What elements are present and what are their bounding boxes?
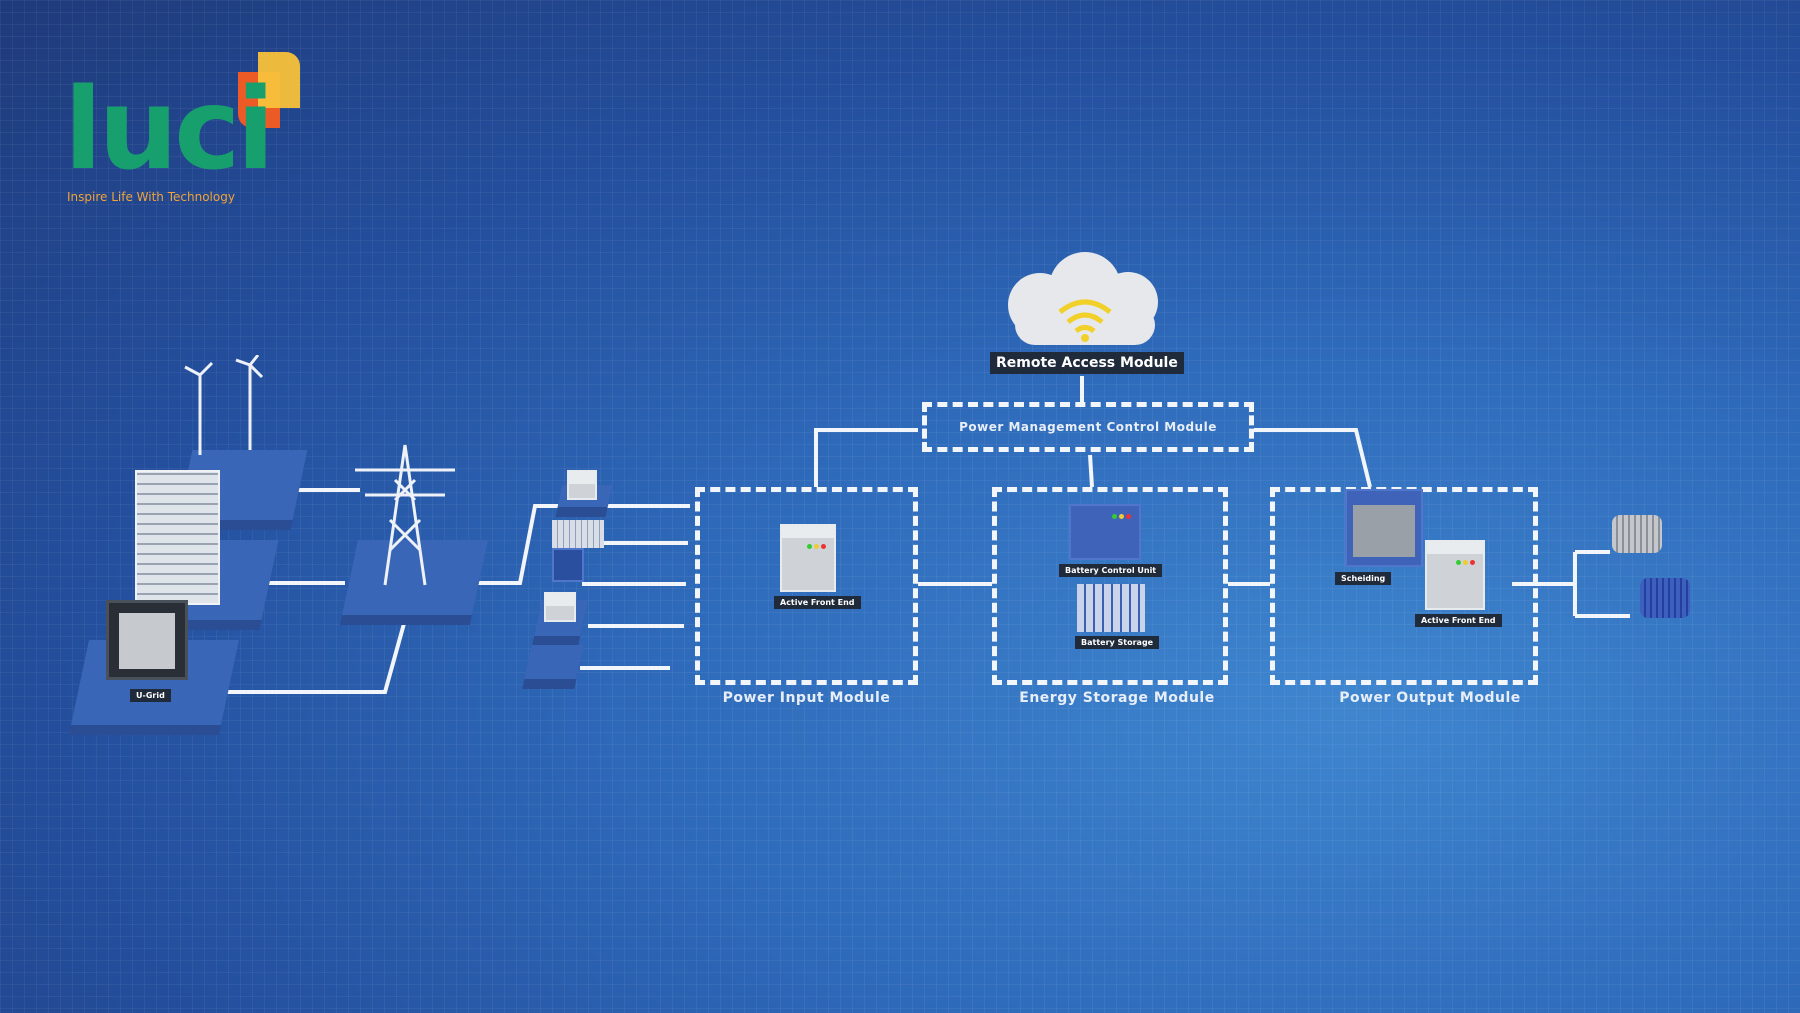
device-label: Active Front End [1415, 614, 1502, 627]
power-input-module-label: Power Input Module [722, 690, 891, 706]
cloud-icon [1008, 252, 1158, 345]
line-control-storage [1088, 454, 1094, 488]
line-control-input [814, 428, 918, 487]
power-management-control-module[interactable]: Power Management Control Module [922, 402, 1254, 452]
device-label: Battery Control Unit [1059, 564, 1163, 577]
logo-tagline: Inspire Life With Technology [67, 190, 235, 204]
switchgear-cabinet-icon [1345, 489, 1423, 567]
power-output-module[interactable]: Scheiding Active Front End [1270, 487, 1538, 685]
energy-storage-module-label: Energy Storage Module [1019, 690, 1215, 706]
logo-wordmark: luci [64, 65, 275, 195]
line-converters-input [478, 504, 690, 670]
logo-mark-yellow [258, 52, 300, 108]
factory-building-icon [135, 470, 220, 605]
transmission-tower-icon [355, 444, 455, 586]
ugrid-cabinet-icon [106, 600, 188, 680]
power-input-module[interactable]: Active Front End [695, 487, 918, 685]
power-output-module-label: Power Output Module [1339, 690, 1521, 706]
wifi-icon [1058, 299, 1112, 334]
energy-storage-module[interactable]: Battery Control Unit Battery Storage [992, 487, 1228, 685]
remote-access-module-label: Remote Access Module [990, 352, 1184, 374]
line-control-output [1254, 428, 1372, 488]
battery-storage-icon [1077, 584, 1145, 632]
device-label: Battery Storage [1075, 636, 1160, 649]
motor-icon [1640, 578, 1690, 618]
device-label: Active Front End [774, 596, 861, 609]
active-front-end-cabinet-icon [1425, 540, 1485, 610]
rectifier-icon [544, 592, 576, 622]
active-front-end-cabinet-icon [780, 524, 836, 592]
wind-turbines-icon [184, 355, 264, 455]
solar-panel-icon [552, 520, 604, 548]
device-label: Scheiding [1335, 572, 1392, 585]
battery-control-unit-icon [1069, 504, 1141, 560]
line-output-motors [1512, 550, 1630, 618]
converter-cabinet-icon [567, 470, 597, 500]
control-module-label: Power Management Control Module [959, 420, 1217, 434]
line-sources-tower [225, 488, 407, 694]
motor-icon [1612, 515, 1662, 553]
inverter-icon [552, 548, 584, 582]
ugrid-label: U-Grid [130, 689, 171, 702]
converter-platform-3 [524, 645, 584, 679]
